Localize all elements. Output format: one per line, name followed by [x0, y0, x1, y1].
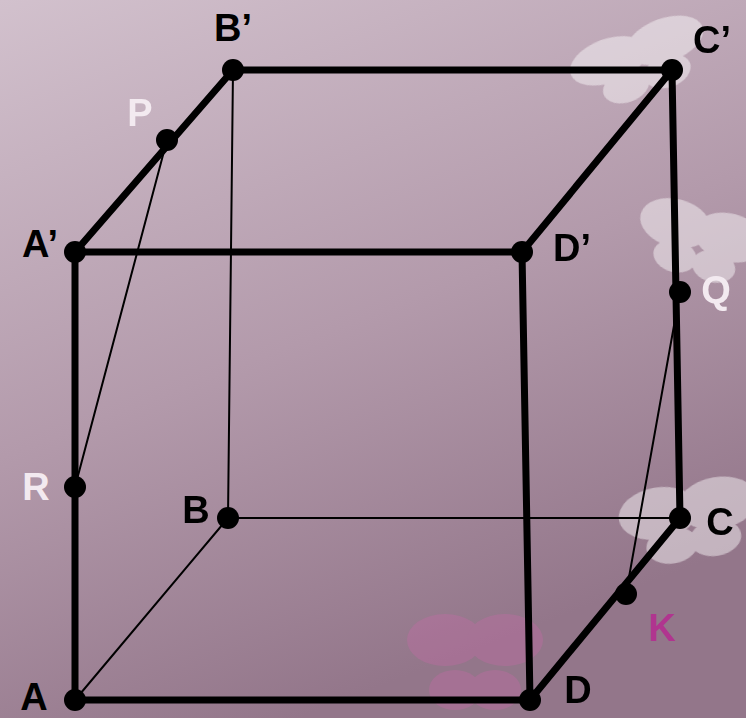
vertex-dot	[64, 241, 86, 263]
point-label: R	[22, 468, 49, 506]
vertex-label: A’	[22, 225, 58, 263]
point-dot	[64, 476, 86, 498]
vertex-label: D’	[553, 229, 591, 267]
vertex-dot	[511, 241, 533, 263]
point-dot	[156, 129, 178, 151]
point-label: P	[127, 94, 152, 132]
hidden-edge	[228, 70, 233, 518]
vertex-label: B’	[214, 9, 252, 47]
thin-edges	[75, 70, 680, 700]
thick-edges	[75, 70, 680, 700]
point-dot	[615, 583, 637, 605]
vertex-dot	[669, 507, 691, 529]
cube-edge	[75, 249, 522, 256]
vertex-label: C	[706, 503, 733, 541]
vertex-label: D	[564, 671, 591, 709]
cube-edge	[233, 67, 672, 74]
cube-edge	[530, 518, 680, 700]
cube-edge	[522, 70, 672, 252]
cube-edge	[522, 252, 530, 700]
point-label: K	[648, 609, 675, 647]
point-dot	[669, 281, 691, 303]
points	[64, 59, 691, 711]
vertex-dot	[217, 507, 239, 529]
vertex-dot	[222, 59, 244, 81]
vertex-label: A	[20, 678, 47, 716]
vertex-dot	[64, 689, 86, 711]
hidden-edge	[228, 517, 680, 519]
point-label: Q	[701, 271, 731, 309]
butterfly-pink	[407, 614, 543, 710]
cube-edge	[75, 70, 233, 252]
hidden-edge	[75, 518, 228, 700]
vertex-label: C’	[693, 21, 731, 59]
segment-pr	[75, 140, 167, 487]
vertex-label: B	[182, 491, 209, 529]
vertex-dot	[519, 689, 541, 711]
vertex-dot	[661, 59, 683, 81]
cube-edge	[75, 697, 530, 704]
